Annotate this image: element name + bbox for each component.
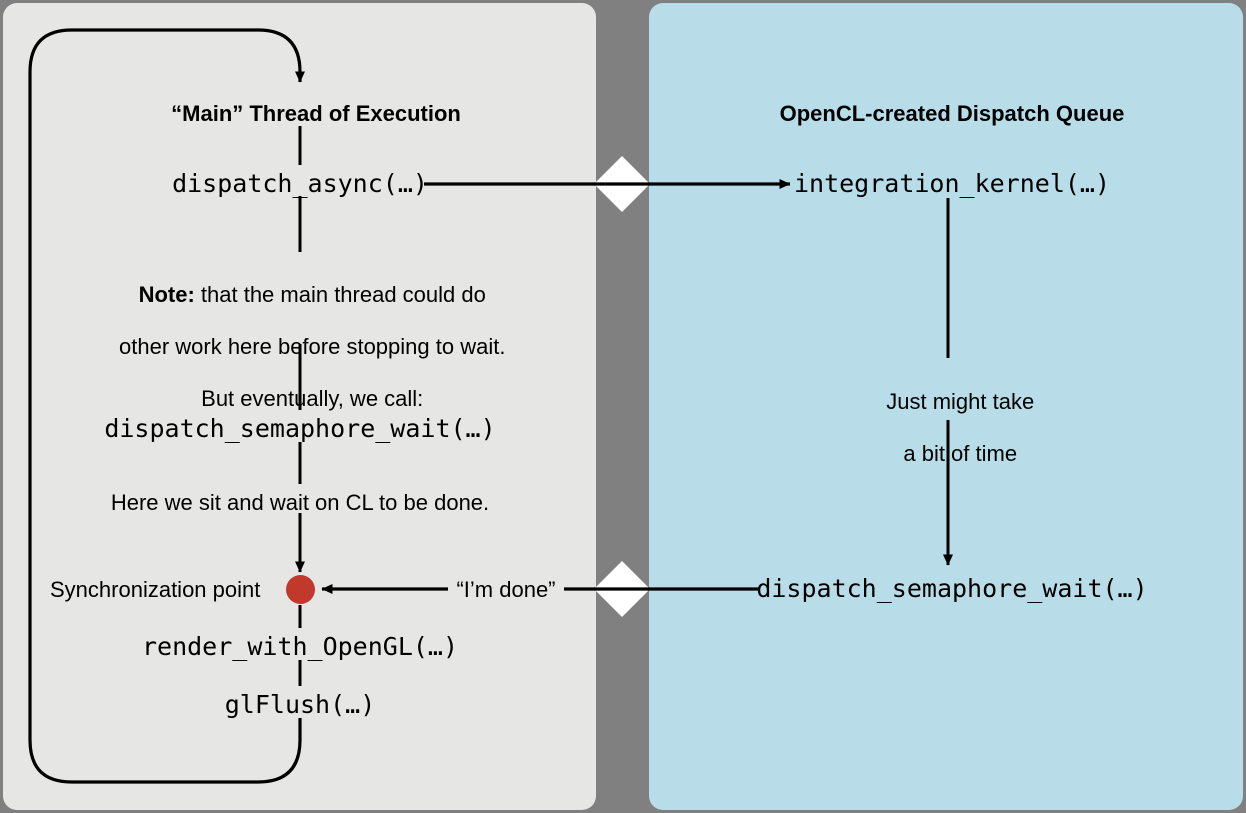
step-dispatch-semaphore-wait-right: dispatch_semaphore_wait(…) (756, 574, 1148, 603)
wait-note-label: Here we sit and wait on CL to be done. (110, 490, 490, 515)
note-line2: other work here before stopping to wait. (119, 333, 506, 359)
loopback-path (28, 28, 305, 784)
sync-point-dot (286, 575, 315, 604)
duration-note-block: Just might take a bit of time (862, 363, 1034, 493)
main-thread-title: “Main” Thread of Execution (171, 101, 461, 126)
note-rest: that the main thread could do (194, 281, 486, 307)
dispatch-queue-title: OpenCL-created Dispatch Queue (779, 101, 1125, 126)
step-dispatch-semaphore-wait: dispatch_semaphore_wait(…) (104, 414, 496, 443)
step-integration-kernel: integration_kernel(…) (793, 169, 1111, 198)
dispatch-queue-panel (649, 3, 1243, 810)
note-line3: But eventually, we call: (201, 385, 424, 411)
step-render-with-opengl: render_with_OpenGL(…) (141, 632, 459, 661)
im-done-label: “I’m done” (450, 577, 562, 603)
note-bold-prefix: Note: (138, 281, 195, 307)
note-block: Note: that the main thread could do othe… (70, 256, 530, 438)
step-glflush: glFlush(…) (224, 690, 376, 719)
sync-point-label: Synchronization point (50, 577, 261, 602)
step-dispatch-async: dispatch_async(…) (172, 169, 428, 198)
duration-line-1: Just might take (886, 388, 1035, 414)
duration-line-2: a bit of time (903, 440, 1018, 466)
